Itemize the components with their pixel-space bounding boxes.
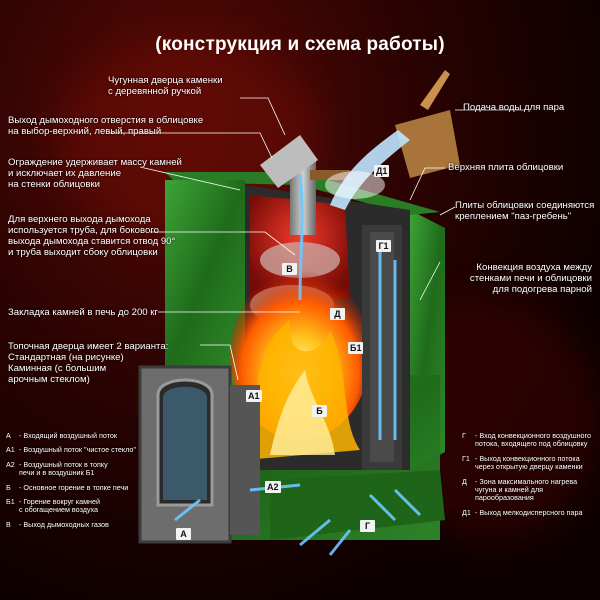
flames-core [270, 370, 335, 455]
air-arrow [299, 518, 331, 547]
legend-code: А [6, 431, 11, 440]
legend-text: - Выход мелкодисперсного пара [475, 507, 583, 517]
convection-inner [370, 232, 394, 462]
callout-pipe: Для верхнего выхода дымохода используетс… [8, 214, 176, 258]
air-arrow [368, 493, 397, 522]
tag-d: Д [330, 308, 345, 320]
legend-text: - Зона максимального нагрева чугуна и ка… [475, 476, 578, 503]
diagram-title: (конструкция и схема работы) [155, 34, 445, 55]
callout-guard: Ограждение удерживает массу камней и иск… [8, 157, 182, 190]
legend-code: Д [462, 476, 467, 486]
front-base [270, 470, 445, 540]
tag-v: В [282, 263, 297, 275]
callout-convection: Конвекция воздуха между стенками печи и … [469, 262, 592, 295]
legend-code: Б [6, 482, 11, 492]
legend-text: - Горение вокруг камней с обогащением во… [19, 497, 101, 515]
air-arrow [298, 174, 304, 301]
bucket-handle [420, 70, 450, 110]
legend-code: Г [462, 431, 466, 440]
callout-firebox-door: Топочная дверца имеет 2 варианта: Станда… [8, 341, 169, 385]
legend-text: - Выход конвекционного потока через откр… [475, 453, 583, 472]
callout-water: Подача воды для пара [463, 102, 565, 113]
legend-code: Г1 [462, 453, 470, 463]
legend-text: - Основное горение в топке печи [19, 482, 129, 492]
stone-door [260, 135, 318, 188]
tag-g: Г [360, 520, 375, 532]
firebox-door-window [156, 378, 214, 507]
legend-text: - Выход дымоходных газов [19, 519, 109, 529]
legend-text: - Воздушный поток в топку печи и в возду… [19, 459, 108, 478]
air-arrow [174, 498, 201, 522]
legend-code: Б1 [6, 497, 15, 506]
tag-d1: Д1 [374, 165, 390, 177]
legend-text: - Вход конвекционного воздушного потока,… [475, 431, 592, 449]
legend-code: А1 [6, 445, 15, 455]
air-arrow [328, 529, 352, 556]
legend-code: Д1 [462, 507, 471, 517]
callout-chimney-exit: Выход дымоходного отверстия в облицовке … [8, 115, 204, 137]
front-cladding-left [165, 180, 245, 375]
legend-code: А2 [6, 459, 15, 469]
tag-g1: Г1 [376, 240, 391, 252]
legend-text: - Входящий воздушный поток [19, 431, 118, 440]
legend-code: В [6, 519, 11, 529]
callout-door: Чугунная дверца каменки с деревянной руч… [108, 75, 223, 97]
water-bucket [395, 110, 460, 178]
callout-stones: Закладка камней в печь до 200 кг [8, 307, 158, 318]
door-handle [310, 170, 350, 180]
air-arrow [393, 488, 422, 517]
tag-a1: А1 [246, 390, 262, 402]
callout-plates: Плиты облицовки соединяются креплением "… [455, 200, 595, 222]
tag-b: Б [312, 405, 327, 417]
legend-text: - Воздушный поток "чистое стекло" [19, 445, 136, 455]
firebox-glass [163, 386, 207, 500]
tag-a2: А2 [265, 481, 281, 493]
firebox-door-side [230, 385, 260, 535]
tag-a: А [176, 528, 191, 540]
steam [325, 171, 385, 199]
tag-b1: Б1 [348, 342, 364, 354]
callout-top-plate: Верхняя плита облицовки [448, 162, 564, 173]
